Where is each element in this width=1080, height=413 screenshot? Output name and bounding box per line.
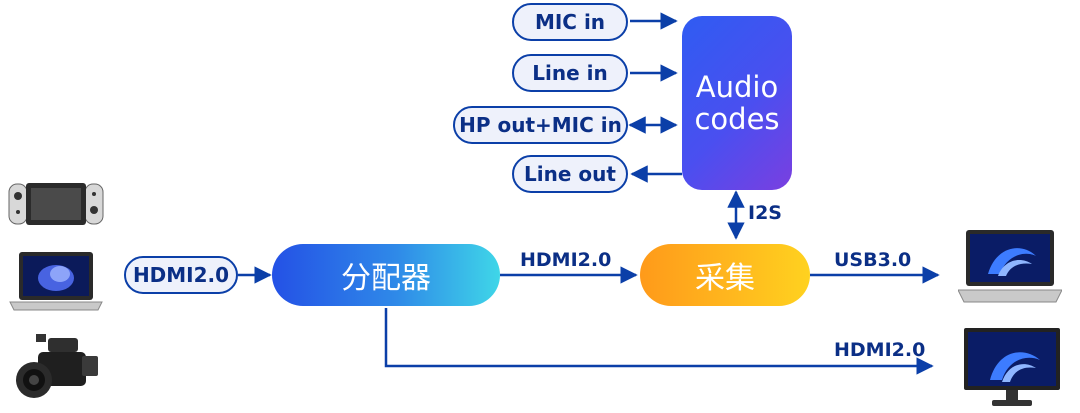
splitter-label: 分配器 — [341, 261, 431, 296]
mic-in-label: MIC in — [534, 10, 606, 34]
hp-out-mic-in-label: HP out+MIC in — [459, 113, 622, 137]
line-in-pill: Line in — [512, 54, 628, 92]
splitter-box: 分配器 — [272, 244, 500, 306]
i2s-label: I2S — [748, 202, 782, 224]
source-hdmi-label: HDMI2.0 — [132, 263, 230, 287]
link-label-capture-pc: USB3.0 — [834, 249, 912, 271]
camcorder-icon — [16, 334, 98, 398]
monitor-icon — [964, 328, 1060, 406]
line-out-label: Line out — [524, 162, 616, 186]
arrow-splitter-to-monitor — [384, 308, 934, 375]
source-laptop-icon — [9, 252, 103, 311]
source-hdmi-pill: HDMI2.0 — [124, 256, 238, 294]
link-label-splitter-monitor: HDMI2.0 — [834, 339, 926, 361]
capture-box: 采集 — [640, 244, 810, 306]
link-label-splitter-capture: HDMI2.0 — [520, 249, 612, 271]
hp-out-mic-in-pill: HP out+MIC in — [453, 106, 628, 144]
audio-codec-line1: Audio — [695, 70, 779, 104]
output-laptop-icon — [958, 230, 1062, 303]
mic-in-pill: MIC in — [512, 3, 628, 41]
line-out-pill: Line out — [512, 155, 628, 193]
game-console-icon — [8, 183, 104, 225]
audio-codec-line2: codes — [694, 102, 780, 136]
capture-label: 采集 — [695, 261, 755, 296]
audio-codec-box: Audio codes — [682, 16, 792, 190]
line-in-label: Line in — [532, 61, 608, 85]
